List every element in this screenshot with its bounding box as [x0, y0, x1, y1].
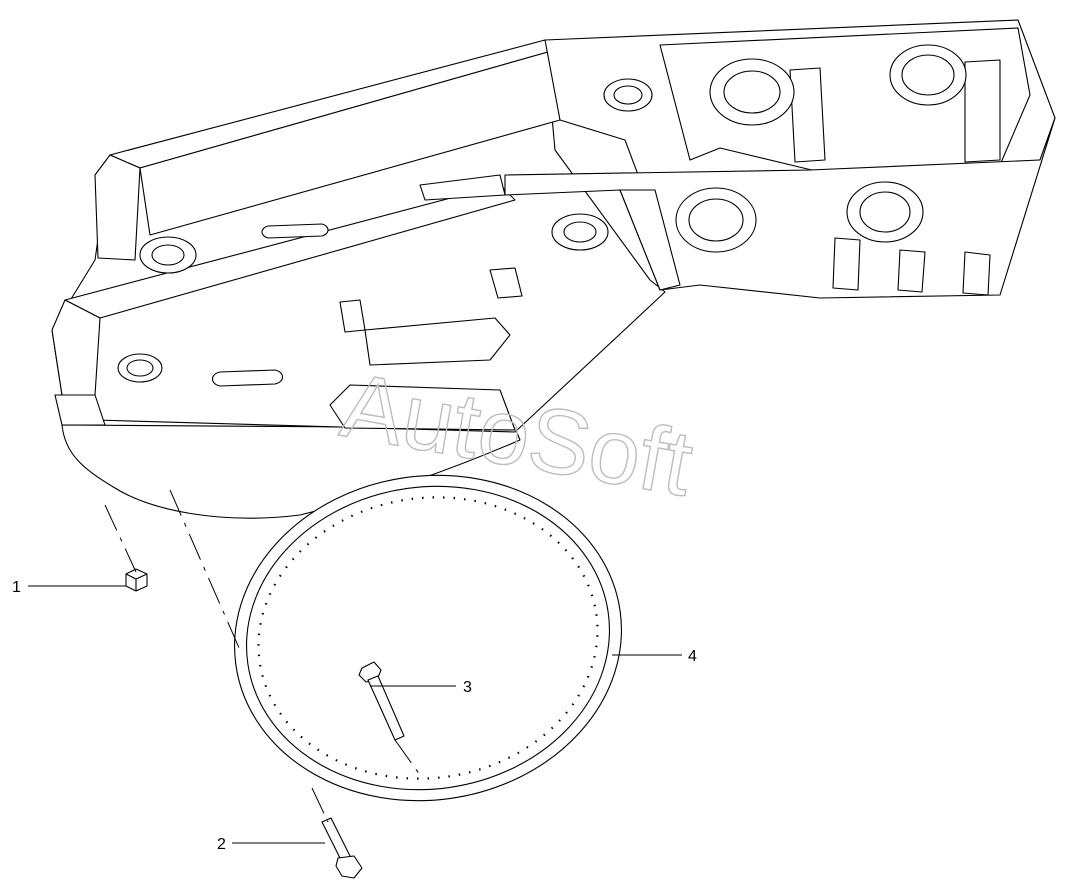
bolt-2: [321, 817, 363, 879]
assembly-lines: [104, 489, 421, 823]
callout-2: 2: [217, 836, 226, 853]
callout-1: 1: [12, 579, 21, 596]
leader-lines: [28, 585, 682, 844]
bolt-3: [358, 661, 405, 741]
callout-4: 4: [688, 648, 697, 665]
slewing-ring: [234, 474, 622, 802]
nut-1: [125, 568, 148, 592]
upper-frame: [51, 19, 1056, 519]
callout-3: 3: [463, 679, 472, 696]
